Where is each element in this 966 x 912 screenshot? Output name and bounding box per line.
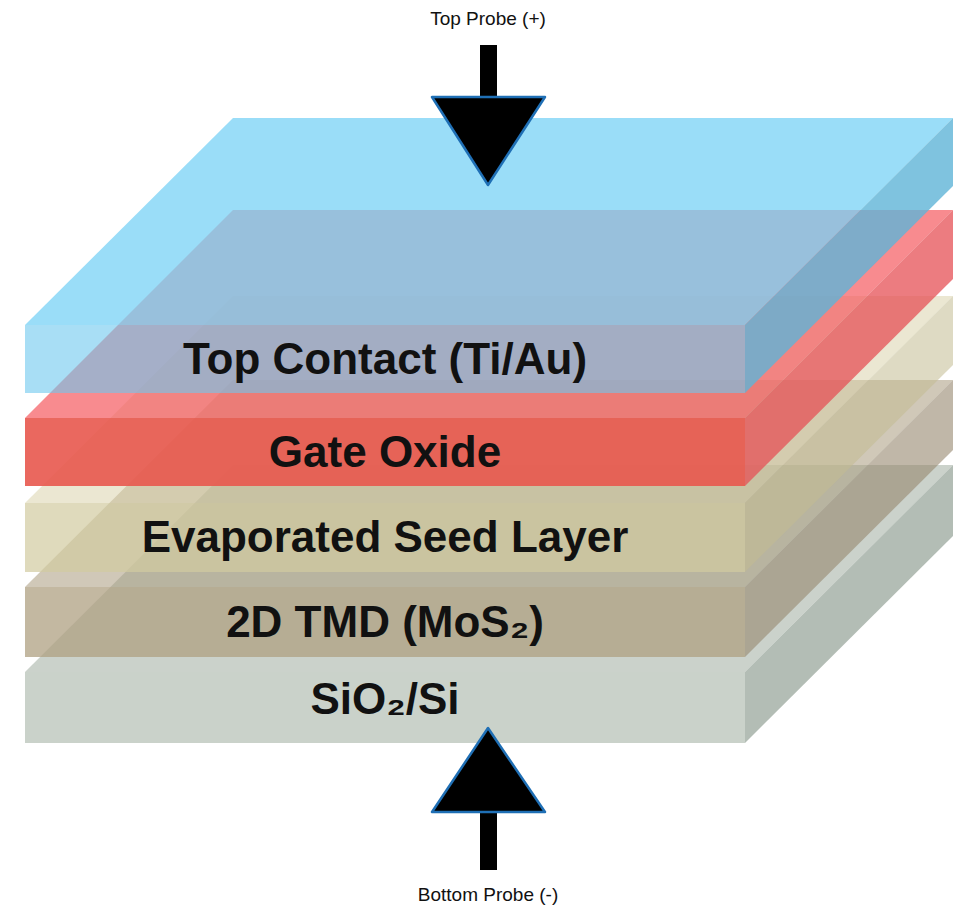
probe-label: Top Probe (+) [430,8,546,30]
probe-label: Bottom Probe (-) [418,884,558,906]
gate-oxide-layer: Gate Oxide [25,418,745,486]
top-probe-arrow [432,45,545,185]
bottom-probe-arrow [432,728,545,870]
tmd-layer: 2D TMD (MoS₂) [25,587,745,657]
seed-layer: Evaporated Seed Layer [25,503,745,572]
layer-label: Top Contact (Ti/Au) [183,335,587,383]
layer-label: 2D TMD (MoS₂) [226,598,544,646]
layer-label: SiO₂/Si [310,675,459,723]
top-contact-layer: Top Contact (Ti/Au) [25,325,745,393]
substrate-layer: SiO₂/Si [25,668,745,730]
layer-label: Evaporated Seed Layer [142,513,629,561]
layer-label: Gate Oxide [269,428,501,476]
